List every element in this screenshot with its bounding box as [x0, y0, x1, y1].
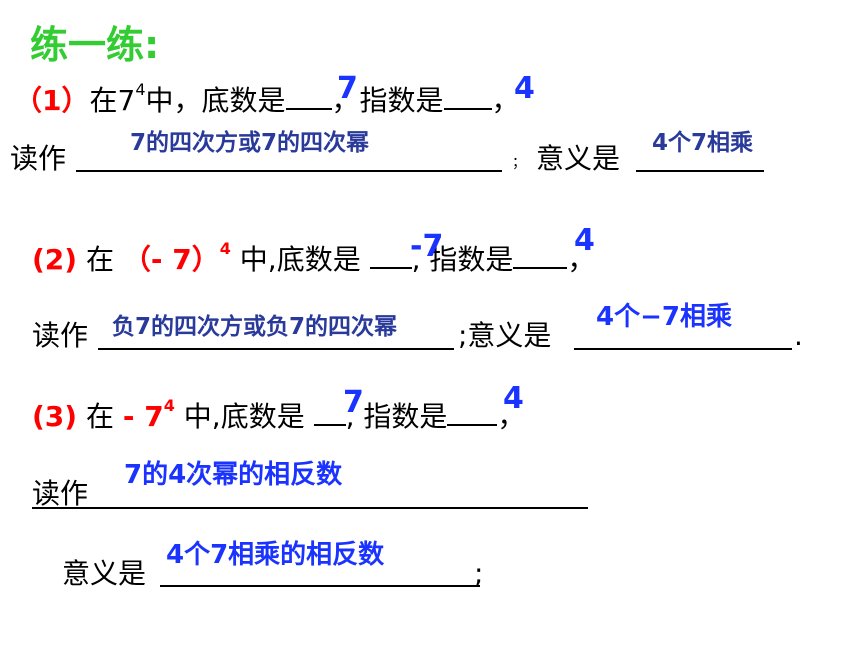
- q1-read-label: 读作: [10, 142, 67, 175]
- q1-read-separator: ；: [512, 155, 526, 171]
- q3-exp-blank: [447, 400, 498, 426]
- q1-exponent: 4: [135, 80, 146, 99]
- q2-answer-exponent: 4: [574, 223, 595, 258]
- q1-line-1: （1）在74中，底数是 ，指数是 ，: [14, 82, 520, 117]
- q3-read-blank: [32, 507, 588, 509]
- q1-answer-read: 7的四次方或7的四次幂: [130, 130, 370, 156]
- q3-text-c: , 指数是: [345, 400, 448, 433]
- q3-text-d: ，: [497, 400, 526, 433]
- q3-expression: - 7: [122, 400, 164, 433]
- q1-meaning-blank: [636, 170, 764, 172]
- q3-text-b: 中,底数是: [174, 400, 314, 433]
- q2-answer-meaning: 4个−7相乘: [596, 302, 732, 332]
- q2-read-label: 读作: [32, 319, 89, 352]
- q1-answer-meaning: 4个7相乘: [652, 130, 754, 156]
- q3-meaning-label: 意义是: [62, 557, 147, 590]
- q1-text-a: 在7: [89, 84, 136, 117]
- q3-read-label: 读作: [32, 477, 89, 510]
- q2-exp-blank: [513, 243, 568, 269]
- q1-answer-base: 7: [337, 71, 358, 106]
- q2-answer-base: -7: [410, 229, 444, 264]
- q3-meaning-blank: [160, 585, 480, 587]
- q2-read-separator: ;意义是: [458, 319, 552, 352]
- q2-text-a: 在: [77, 243, 123, 276]
- q1-text-c: ，指数是: [331, 84, 444, 117]
- q2-answer-read: 负7的四次方或负7的四次幂: [112, 314, 398, 340]
- q3-answer-read: 7的4次幂的相反数: [124, 460, 343, 490]
- q2-end: .: [794, 319, 803, 352]
- q3-exponent: 4: [163, 396, 175, 415]
- q1-text-d: ，: [491, 84, 520, 117]
- q3-base-blank: [313, 400, 346, 426]
- q2-read-blank: [98, 348, 454, 350]
- q1-exp-blank: [443, 84, 492, 110]
- q2-line-1: (2) 在 （- 7）4 中,底数是 , 指数是 ，: [32, 241, 596, 276]
- q1-label: （1）: [14, 84, 90, 117]
- q1-read-blank: [76, 170, 502, 172]
- q2-base-blank: [369, 243, 412, 269]
- q1-meaning-label: 意义是: [536, 142, 621, 175]
- q3-answer-meaning: 4个7相乘的相反数: [166, 540, 385, 570]
- q2-label: (2): [32, 243, 78, 276]
- q2-text-d: ，: [567, 243, 596, 276]
- q3-answer-base: 7: [343, 385, 364, 420]
- q3-label: (3): [32, 400, 78, 433]
- page-title: 练一练:: [30, 23, 160, 67]
- q2-text-b: 中,底数是: [230, 243, 370, 276]
- q3-end: ;: [474, 557, 484, 590]
- q3-line-1: (3) 在 - 74 中,底数是 , 指数是 ，: [32, 398, 526, 433]
- q2-expression: （- 7）: [122, 243, 220, 276]
- q2-exponent: 4: [219, 239, 231, 258]
- q1-text-b: 中，底数是: [145, 84, 286, 117]
- q1-answer-exponent: 4: [514, 71, 535, 106]
- q2-meaning-blank: [574, 348, 792, 350]
- q1-base-blank: [285, 84, 332, 110]
- q3-answer-exponent: 4: [503, 381, 524, 416]
- q3-text-a: 在: [77, 400, 123, 433]
- q2-text-c: , 指数是: [411, 243, 514, 276]
